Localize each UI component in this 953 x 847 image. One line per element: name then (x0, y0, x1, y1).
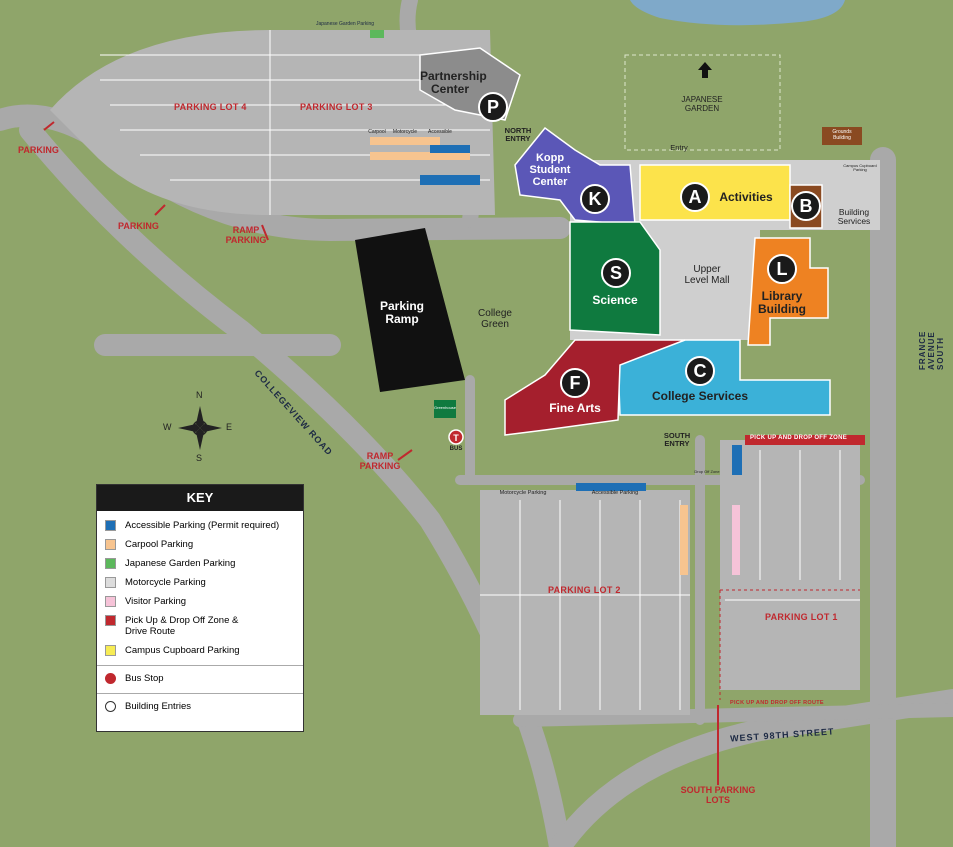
bus-label: BUS (449, 446, 463, 452)
carpool-label: Carpool (368, 129, 386, 135)
activities-label: Activities (719, 190, 773, 204)
library-label: Library Building (758, 289, 806, 317)
compass-rose-icon (178, 406, 222, 450)
key-item-pickup: Pick Up & Drop Off Zone & Drive Route (97, 612, 303, 642)
accessible-strip-2 (430, 145, 470, 153)
accessible-label: Accessible (428, 129, 452, 135)
grounds-building-shape (822, 127, 862, 145)
building-c-marker[interactable]: C (685, 356, 715, 386)
greenhouse-shape (434, 400, 456, 418)
south-parking-lots: SOUTH PARKING LOTS (680, 785, 756, 805)
building-k-marker[interactable]: K (580, 184, 610, 214)
bus-stop-marker (448, 429, 464, 445)
grounds-building-label: Grounds Building (832, 129, 852, 141)
college-green-label: College Green (478, 308, 512, 330)
key-item-cupboard: Campus Cupboard Parking (97, 642, 303, 661)
garden-boundary (624, 54, 781, 151)
key-item-accessible: Accessible Parking (Permit required) (97, 517, 303, 536)
building-p-marker[interactable]: P (478, 92, 508, 122)
lot2-label: PARKING LOT 2 (548, 585, 621, 595)
building-l-marker[interactable]: L (767, 254, 797, 284)
accessible-strip-4 (732, 445, 742, 475)
motorcycle-label: Motorcycle (392, 129, 418, 135)
carpool-strip (370, 137, 440, 145)
pickup-zone-label: PICK UP AND DROP OFF ZONE (750, 435, 848, 441)
accessible-parking-label: Accessible Parking (591, 490, 639, 496)
pickup-zone (745, 435, 865, 445)
parking-callout-west: PARKING (18, 145, 59, 155)
college-services-shape (617, 339, 831, 416)
lots (50, 30, 860, 715)
motorcycle-icon (105, 577, 116, 588)
lot4-label: PARKING LOT 4 (174, 102, 247, 112)
accessible-strip (420, 175, 480, 185)
fine-arts-label: Fine Arts (549, 401, 601, 415)
bus-stop-glyph: T (453, 433, 459, 443)
ramp-parking-north: RAMP PARKING (225, 225, 267, 245)
entry-icon (105, 701, 116, 712)
france-ave-label: FRANCE AVENUE SOUTH (918, 330, 945, 370)
kopp-label: Kopp Student Center (529, 152, 571, 189)
ramp-parking-south: RAMP PARKING (359, 451, 401, 471)
greenhouse-label: Greenhouse (434, 405, 457, 410)
arrow-west (43, 121, 55, 131)
south-entry-label: SOUTH ENTRY (663, 431, 691, 449)
accessible-strip-3 (576, 483, 646, 491)
parking-ramp-shape (355, 228, 465, 392)
pickup-route-label: PICK UP AND DROP OFF ROUTE (730, 700, 824, 706)
lot1-label: PARKING LOT 1 (765, 612, 838, 622)
parking-ramp-label: Parking Ramp (379, 299, 424, 327)
lake (630, 0, 845, 26)
garden-icon (698, 62, 712, 78)
campus-cupboard-label: Campus Cupboard Parking (843, 163, 877, 173)
key-title: KEY (97, 485, 303, 511)
north-entry-label: NORTH ENTRY (504, 126, 532, 144)
building-a-marker[interactable]: A (680, 182, 710, 212)
map-key: KEY Accessible Parking (Permit required)… (96, 484, 304, 732)
carpool-strip-3 (680, 505, 688, 575)
arrow-ramp-n (261, 224, 269, 241)
visitor-strip (732, 505, 740, 575)
key-item-entries: Building Entries (97, 698, 303, 717)
building-s-marker[interactable]: S (601, 258, 631, 288)
arrow-west2 (154, 204, 166, 216)
college-services-label: College Services (651, 389, 749, 403)
key-item-visitor: Visitor Parking (97, 593, 303, 612)
building-services-label: Building Services (837, 207, 871, 227)
key-item-bus: Bus Stop (97, 670, 303, 689)
building-f-marker[interactable]: F (560, 368, 590, 398)
arrow-ramp-s (397, 449, 413, 461)
lot3-label: PARKING LOT 3 (300, 102, 373, 112)
japanese-garden-parking-label: Japanese Garden Parking (315, 21, 375, 27)
partnership-center-label: Partnership Center (420, 69, 487, 97)
pickup-route (719, 589, 860, 700)
pickup-swatch (105, 615, 116, 626)
motorcycle-parking-label: Motorcycle Parking (499, 490, 547, 496)
drop-off-label: Drop Off Zone (694, 469, 720, 474)
carpool-strip-2 (370, 152, 470, 160)
science-label: Science (592, 293, 638, 307)
building-b-marker[interactable]: B (791, 191, 821, 221)
parking-callout-west2: PARKING (118, 221, 159, 231)
bus-stop-icon (105, 673, 116, 684)
accessible-icon (105, 520, 116, 531)
key-item-carpool: Carpool Parking (97, 536, 303, 555)
garden-swatch (105, 558, 116, 569)
cupboard-swatch (105, 645, 116, 656)
key-item-garden: Japanese Garden Parking (97, 555, 303, 574)
japanese-garden-label: JAPANESE GARDEN (681, 95, 723, 113)
compass-w: W (163, 422, 172, 432)
garden-parking-strip (370, 30, 384, 38)
compass-n: N (196, 390, 203, 400)
fine-arts-shape (504, 339, 686, 436)
visitor-swatch (105, 596, 116, 607)
carpool-swatch (105, 539, 116, 550)
entry-label: Entry (670, 143, 688, 152)
upper-mall-label: Upper Level Mall (684, 264, 730, 286)
compass-e: E (226, 422, 233, 432)
key-item-motorcycle: Motorcycle Parking (97, 574, 303, 593)
compass-s: S (196, 453, 203, 463)
